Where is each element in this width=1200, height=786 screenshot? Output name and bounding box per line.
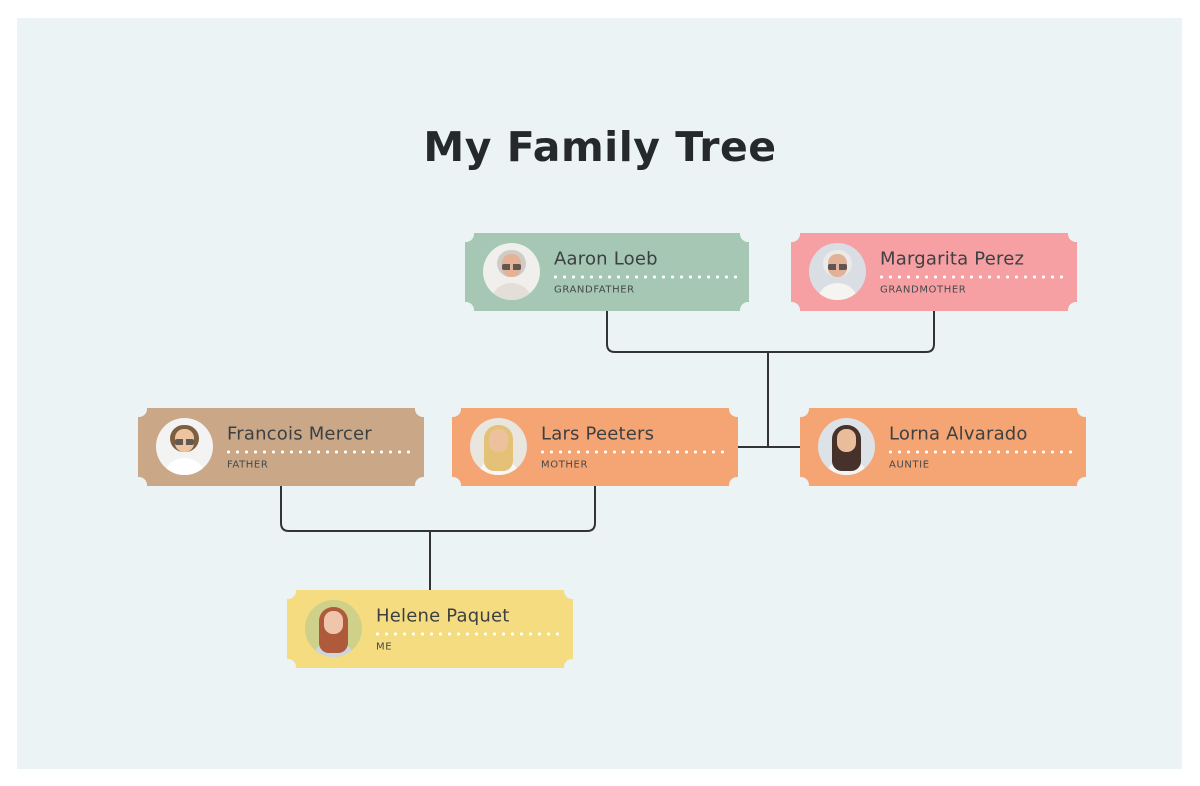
avatar-face [324, 611, 343, 634]
avatar [818, 418, 875, 475]
corner-notch [740, 302, 749, 311]
corner-notch [1068, 233, 1077, 242]
member-info: Lorna Alvarado AUNTIE [889, 424, 1074, 471]
corner-notch [415, 477, 424, 486]
family-member-card-grandmother[interactable]: Margarita Perez GRANDMOTHER [791, 233, 1077, 311]
member-name: Aaron Loeb [554, 248, 658, 270]
corner-notch [791, 233, 800, 242]
page-title: My Family Tree [423, 123, 777, 172]
corner-notch [465, 302, 474, 311]
avatar-shoulders [817, 283, 858, 300]
member-info: Lars Peeters MOTHER [541, 424, 726, 471]
member-role: FATHER [227, 459, 269, 471]
corner-notch [800, 477, 809, 486]
corner-notch [564, 659, 573, 668]
avatar [470, 418, 527, 475]
glasses-icon [175, 439, 194, 445]
corner-notch [729, 477, 738, 486]
avatar [809, 243, 866, 300]
corner-notch [729, 408, 738, 417]
member-name: Lorna Alvarado [889, 423, 1028, 445]
family-member-card-grandfather[interactable]: Aaron Loeb GRANDFATHER [465, 233, 749, 311]
canvas [17, 18, 1182, 769]
member-name: Helene Paquet [376, 605, 510, 627]
dotted-separator [227, 450, 412, 454]
corner-notch [452, 477, 461, 486]
dotted-separator [541, 450, 726, 454]
glasses-icon [502, 264, 521, 270]
avatar [156, 418, 213, 475]
member-role: MOTHER [541, 459, 588, 471]
avatar [483, 243, 540, 300]
member-name: Margarita Perez [880, 248, 1025, 270]
dotted-separator [376, 632, 561, 636]
family-member-card-auntie[interactable]: Lorna Alvarado AUNTIE [800, 408, 1086, 486]
avatar-face [489, 429, 508, 452]
member-role: AUNTIE [889, 459, 930, 471]
avatar [305, 600, 362, 657]
corner-notch [287, 590, 296, 599]
member-role: GRANDFATHER [554, 284, 635, 296]
corner-notch [1068, 302, 1077, 311]
member-info: Aaron Loeb GRANDFATHER [554, 249, 737, 296]
glasses-icon [828, 264, 847, 270]
corner-notch [287, 659, 296, 668]
member-name: Lars Peeters [541, 423, 655, 445]
family-member-card-mother[interactable]: Lars Peeters MOTHER [452, 408, 738, 486]
dotted-separator [880, 275, 1065, 279]
member-role: GRANDMOTHER [880, 284, 967, 296]
corner-notch [138, 408, 147, 417]
corner-notch [138, 477, 147, 486]
corner-notch [1077, 477, 1086, 486]
corner-notch [1077, 408, 1086, 417]
corner-notch [740, 233, 749, 242]
dotted-separator [554, 275, 737, 279]
family-member-card-father[interactable]: Francois Mercer FATHER [138, 408, 424, 486]
member-role: ME [376, 641, 393, 653]
member-info: Francois Mercer FATHER [227, 424, 412, 471]
corner-notch [800, 408, 809, 417]
member-info: Margarita Perez GRANDMOTHER [880, 249, 1065, 296]
corner-notch [465, 233, 474, 242]
member-name: Francois Mercer [227, 423, 372, 445]
avatar-shoulders [164, 458, 205, 475]
avatar-face [837, 429, 856, 452]
corner-notch [415, 408, 424, 417]
dotted-separator [889, 450, 1074, 454]
corner-notch [564, 590, 573, 599]
family-member-card-me[interactable]: Helene Paquet ME [287, 590, 573, 668]
corner-notch [452, 408, 461, 417]
avatar-shoulders [491, 283, 532, 300]
connector-parents [280, 486, 596, 532]
connector-grandparents [606, 311, 935, 353]
member-info: Helene Paquet ME [376, 606, 561, 653]
corner-notch [791, 302, 800, 311]
